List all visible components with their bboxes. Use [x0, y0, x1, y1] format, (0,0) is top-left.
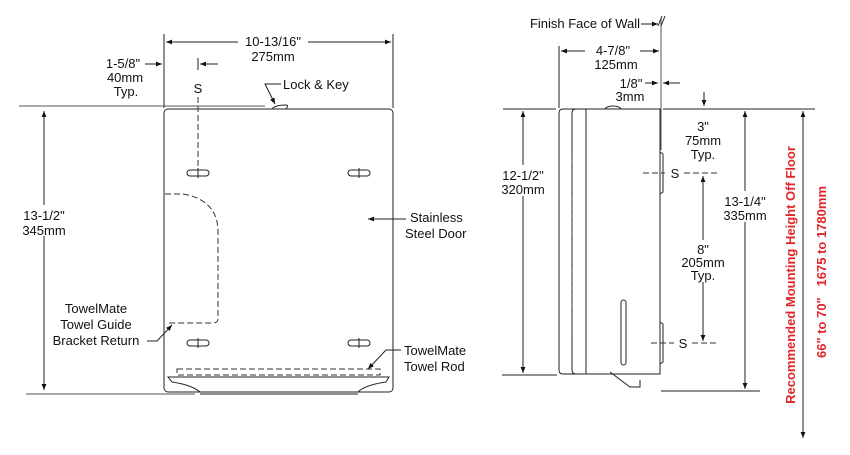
- gap-inches: 1/8": [620, 76, 643, 91]
- screw-label-upper: S: [671, 166, 680, 181]
- side-height-inches: 12-1/2": [502, 168, 544, 183]
- dispenser-side-body: [558, 108, 661, 375]
- height-inches: 13-1/2": [23, 208, 65, 223]
- wall-label: Finish Face of Wall: [530, 16, 640, 31]
- mounting-height-range: 66" to 70" 1675 to 1780mm: [814, 186, 829, 358]
- front-view: 10-13/16" 275mm 1-5/8" 40mm Typ. S Lock …: [19, 34, 467, 395]
- width-inches: 10-13/16": [245, 34, 301, 49]
- spacing-typ: Typ.: [691, 268, 716, 283]
- overall-inches: 13-1/4": [724, 194, 766, 209]
- spacing-inches: 8": [697, 242, 709, 257]
- guide-label-2: Towel Guide: [60, 317, 132, 332]
- spacing-mm: 205mm: [681, 255, 724, 270]
- overall-mm: 335mm: [723, 208, 766, 223]
- screw-label: S: [194, 81, 203, 96]
- rod-label-2: Towel Rod: [404, 359, 465, 374]
- side-view: Finish Face of Wall 4-7/8" 125mm 1/8" 3m…: [501, 15, 829, 438]
- gap-mm: 3mm: [616, 89, 645, 104]
- guide-label-3: Bracket Return: [53, 333, 140, 348]
- guide-label-1: TowelMate: [65, 301, 127, 316]
- door-label-1: Stainless: [410, 210, 463, 225]
- width-mm: 275mm: [251, 49, 294, 64]
- lock-icon: [271, 104, 288, 110]
- screw-label-lower: S: [679, 336, 688, 351]
- side-height-mm: 320mm: [501, 182, 544, 197]
- height-mm: 345mm: [22, 223, 65, 238]
- window-slot: [620, 299, 627, 366]
- depth-mm: 125mm: [594, 57, 637, 72]
- mounting-height-label: Recommended Mounting Height Off Floor: [783, 146, 798, 404]
- towel-guide-outline: [165, 193, 219, 324]
- top-offset-inches: 3": [697, 119, 709, 134]
- door-label-2: Steel Door: [405, 226, 467, 241]
- offset-mm: 40mm: [107, 70, 143, 85]
- rod-label-1: TowelMate: [404, 343, 466, 358]
- top-offset-mm: 75mm: [685, 133, 721, 148]
- towel-rod: [166, 368, 390, 395]
- offset-inches: 1-5/8": [106, 56, 141, 71]
- lock-label: Lock & Key: [283, 77, 349, 92]
- offset-typ: Typ.: [114, 84, 139, 99]
- depth-inches: 4-7/8": [596, 43, 631, 58]
- top-offset-typ: Typ.: [691, 147, 716, 162]
- mounting-slot-icons: [186, 168, 371, 348]
